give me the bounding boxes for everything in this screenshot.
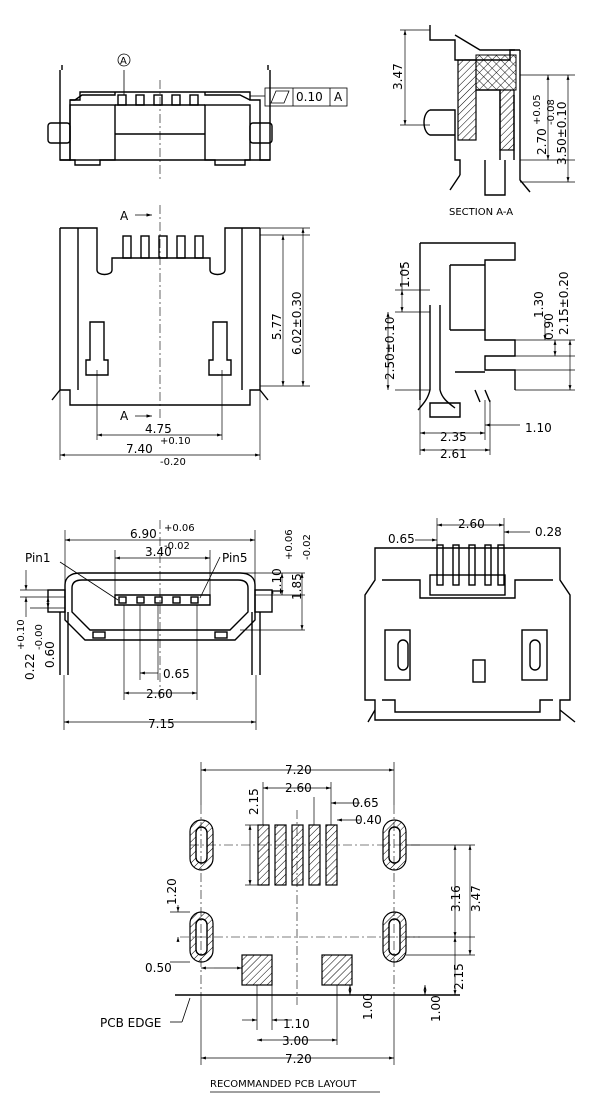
front-height-outer: 6.02±0.30 [290, 292, 304, 356]
pcb-left-slot: 1.20 [165, 878, 179, 905]
pcb-dim-100b: 1.00 [429, 995, 443, 1022]
flatness-datum: A [334, 90, 343, 104]
mate-span: 2.60 [146, 687, 173, 701]
section-view: 3.47 2.70 +0.05 -0.08 3.50±0.10 SECTION … [391, 25, 575, 218]
side-dim-3: 1.30 [532, 291, 546, 318]
pcb-pad [291, 824, 304, 886]
main-top-view: A A 4.75 7.40 +0.10 -0.20 5.77 6.02±0.30 [51, 205, 310, 468]
mate-left-1-minus: -0.00 [34, 624, 45, 650]
pcb-dim-050: 0.50 [145, 961, 172, 975]
pcb-pad [274, 824, 287, 886]
section-caption: SECTION A-A [449, 207, 513, 218]
side-dim-1: 1.05 [398, 261, 412, 288]
mate-height-2: 1.85 [290, 573, 304, 600]
pcb-dim-215b: 2.15 [452, 963, 466, 990]
side-dim-8: 1.10 [525, 421, 552, 435]
mate-width-top-plus: +0.06 [164, 523, 195, 534]
bottom-span: 2.60 [458, 517, 485, 531]
pcb-dim-100a: 1.00 [361, 993, 375, 1020]
side-dim-5: 2.15±0.20 [557, 272, 571, 336]
mate-width-top: 6.90 [130, 527, 157, 541]
section-dim-a: 2.70 [535, 128, 549, 155]
pcb-dim-300: 3.00 [282, 1034, 309, 1048]
mate-width-top-minus: -0.02 [164, 541, 190, 552]
front-width-outer-minus: -0.20 [160, 457, 186, 468]
section-dim-b: 3.50±0.10 [555, 102, 569, 166]
mate-width-inner: 3.40 [145, 545, 172, 559]
mate-height-2-plus: +0.06 [284, 529, 295, 560]
front-width-outer-plus: +0.10 [160, 436, 191, 447]
front-height-inner: 5.77 [270, 313, 284, 340]
front-width-outer: 7.40 [126, 442, 153, 456]
section-mark-top: A [120, 209, 129, 223]
side-dim-2: 2.50±0.10 [383, 317, 397, 381]
pin5-label: Pin5 [222, 551, 248, 565]
pcb-layout-view: 7.20 2.60 0.65 0.40 2.15 1.20 3.16 3.47 … [100, 762, 483, 1093]
bottom-view: 2.60 0.65 0.28 [364, 517, 576, 723]
top-front-view: A 0.10 A [47, 53, 348, 180]
mate-left-2: 0.60 [43, 641, 57, 668]
pcb-square-pad-left [241, 954, 273, 986]
pcb-edge-label: PCB EDGE [100, 1016, 161, 1030]
pcb-pad-width: 0.40 [355, 813, 382, 827]
front-width-inner: 4.75 [145, 422, 172, 436]
mate-pitch: 0.65 [163, 667, 190, 681]
pcb-pad [257, 824, 270, 886]
pcb-pad [325, 824, 338, 886]
flatness-frame [264, 87, 348, 107]
section-mark-bottom: A [120, 409, 129, 423]
pin1-label: Pin1 [25, 551, 51, 565]
mate-width-bottom: 7.15 [148, 717, 175, 731]
pcb-square-pad-right [321, 954, 353, 986]
pcb-dim-316: 3.16 [449, 885, 463, 912]
mate-left-1-plus: +0.10 [16, 619, 27, 650]
datum-a-bubble [117, 53, 131, 67]
pcb-pin-length: 2.15 [247, 788, 261, 815]
pcb-span: 2.60 [285, 781, 312, 795]
pcb-pad [308, 824, 321, 886]
bottom-left: 0.65 [388, 532, 415, 546]
datum-a-label: A [120, 56, 127, 67]
mating-face-view: 6.90 +0.06 -0.02 3.40 Pin1 Pin5 1.10 1.8… [16, 520, 313, 731]
pcb-pitch: 0.65 [352, 796, 379, 810]
side-view: 1.05 2.50±0.10 1.30 0.90 2.15±0.20 2.35 … [383, 242, 575, 461]
pcb-layout-title: RECOMMANDED PCB LAYOUT [210, 1079, 357, 1090]
flatness-value: 0.10 [296, 90, 323, 104]
pcb-dim-110: 1.10 [283, 1017, 310, 1031]
pcb-dim-347: 3.47 [469, 885, 483, 912]
side-dim-6: 2.35 [440, 430, 467, 444]
mate-height-2-minus: -0.02 [302, 534, 313, 560]
pcb-width-bottom: 7.20 [285, 1052, 312, 1066]
section-dim-a-plus: +0.05 [532, 94, 543, 125]
mate-left-1: 0.22 [23, 653, 37, 680]
side-dim-7: 2.61 [440, 447, 467, 461]
section-height: 3.47 [391, 63, 405, 90]
bottom-right: 0.28 [535, 525, 562, 539]
mate-height-1: 1.10 [270, 568, 284, 595]
flatness-icon [270, 90, 290, 104]
pcb-width-top: 7.20 [285, 763, 312, 777]
section-dim-a-minus: -0.08 [546, 99, 557, 125]
side-dim-4: 0.90 [542, 313, 556, 340]
